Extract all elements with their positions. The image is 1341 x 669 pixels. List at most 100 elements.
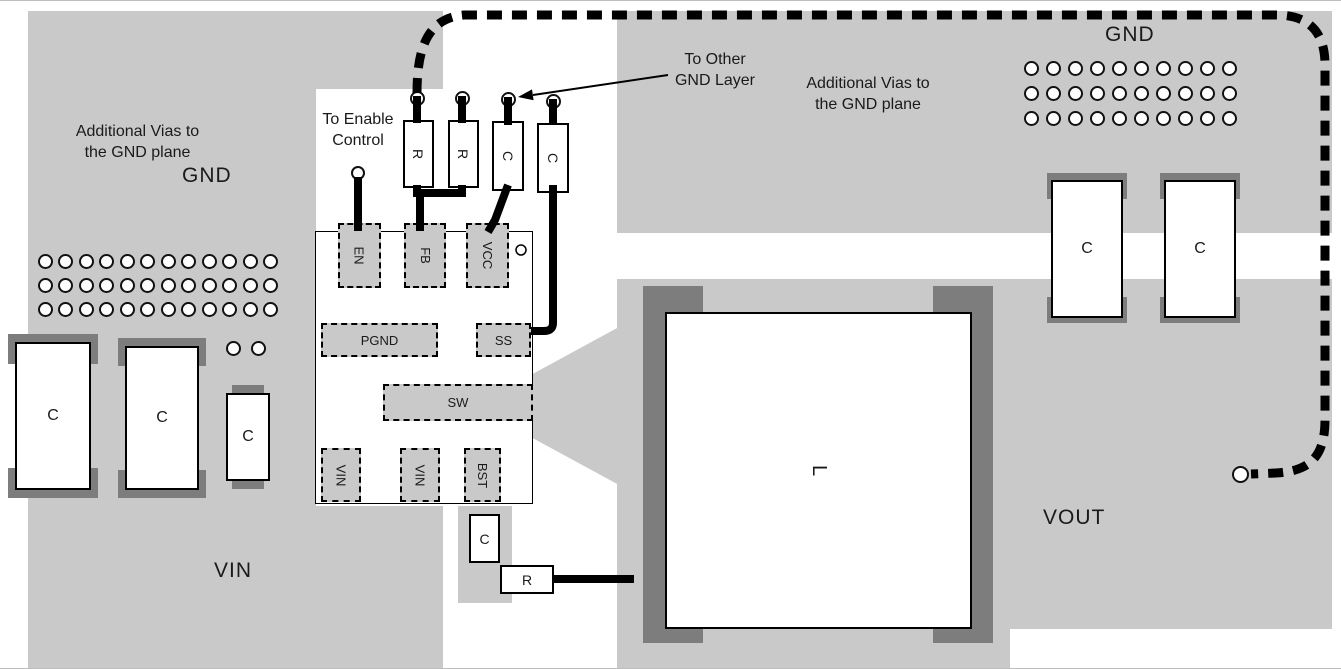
right-gnd-via-grid-via — [1023, 85, 1039, 101]
left-gnd-via-grid-via — [37, 301, 53, 317]
left-gnd-via-grid-via — [140, 301, 155, 317]
right-gnd-via-grid-via — [1155, 110, 1171, 126]
note-additional-vias-left: Additional Vias to the GND plane — [45, 121, 230, 163]
right-gnd-via-grid-via — [1067, 85, 1083, 101]
gnd-plane-mid-top — [617, 11, 1010, 233]
pin-label-bst: BST — [474, 462, 490, 488]
left-gnd-via-grid-via — [263, 253, 278, 269]
left-gnd-via-grid-via — [99, 253, 114, 269]
label-gnd-right: GND — [1105, 23, 1155, 46]
right-gnd-via-grid-via — [1177, 110, 1193, 126]
note-line: Additional Vias to — [75, 123, 200, 140]
label-vin: VIN — [214, 559, 253, 582]
right-gnd-via-grid-via — [1045, 110, 1061, 126]
note-line: Control — [332, 132, 384, 149]
right-gnd-via-grid-via — [1111, 110, 1127, 126]
pin-label-vcc: VCC — [479, 241, 495, 270]
bst-resistor-label: R — [521, 571, 533, 588]
input-cap-2: C — [125, 346, 199, 490]
pin-pad-bst: BST — [464, 448, 501, 502]
left-gnd-via-grid-via — [242, 253, 258, 269]
bst-capacitor-label: C — [479, 530, 490, 547]
input-cap-3-label: C — [242, 428, 254, 445]
right-gnd-via-grid-via — [1221, 110, 1237, 126]
right-gnd-via-grid-via — [1199, 110, 1215, 126]
pin-pad-vcc: VCC — [466, 223, 509, 288]
pin-pad-vin-b: VIN — [400, 448, 440, 502]
vcc-capacitor-label: C — [500, 150, 516, 162]
pin-label-vin-b: VIN — [412, 464, 428, 486]
left-gnd-via-grid-via — [37, 253, 53, 269]
gnd-plane-left-top — [28, 11, 443, 89]
bst-capacitor: C — [469, 514, 500, 563]
left-extra-via-2 — [250, 340, 266, 356]
left-gnd-via-grid-via — [160, 301, 176, 317]
pin-pad-en: EN — [338, 223, 381, 288]
left-gnd-via-grid-via — [222, 301, 237, 317]
vout-sense-via — [1231, 465, 1249, 483]
pin-label-en: EN — [352, 246, 367, 265]
output-cap-1-label: C — [1081, 240, 1093, 257]
left-gnd-via-grid-via — [37, 277, 53, 293]
fb-resistor-bottom: R — [448, 120, 479, 188]
fb-resistor-bottom-label: R — [455, 148, 472, 160]
left-gnd-via-grid-via — [140, 253, 155, 269]
right-gnd-via-grid-via — [1111, 85, 1127, 101]
right-gnd-via-grid-via — [1221, 60, 1237, 76]
note-line: GND Layer — [674, 72, 756, 89]
right-gnd-via-grid-via — [1177, 85, 1193, 101]
pin-label-vin-a: VIN — [333, 464, 349, 486]
inductor: L — [665, 312, 972, 629]
sw-node-plane — [533, 321, 630, 491]
left-gnd-via-grid-via — [119, 277, 135, 293]
pin-label-sw: SW — [447, 395, 469, 410]
output-cap-1: C — [1051, 180, 1123, 318]
pin-pad-vin-a: VIN — [321, 448, 361, 502]
vcc-capacitor: C — [492, 121, 524, 191]
left-gnd-via-grid-via — [181, 253, 196, 269]
note-other-gnd-layer: To Other GND Layer — [662, 49, 768, 91]
right-gnd-via-grid-via — [1067, 110, 1083, 126]
label-vout: VOUT — [1043, 506, 1106, 529]
pin-pad-ss: SS — [476, 323, 531, 357]
fb-divider-via-1 — [409, 90, 425, 106]
left-gnd-via-grid-via — [78, 301, 94, 317]
bst-resistor: R — [500, 565, 554, 594]
left-gnd-via-grid-via — [222, 253, 237, 269]
left-gnd-via-grid-via — [58, 277, 73, 293]
vcc-gnd-via — [500, 91, 516, 107]
left-gnd-via-grid-via — [99, 301, 114, 317]
left-gnd-via-grid-via — [181, 301, 196, 317]
left-extra-via-1 — [225, 340, 241, 356]
note-line: the GND plane — [815, 96, 921, 113]
right-gnd-via-grid-via — [1089, 110, 1105, 126]
pin-pad-sw: SW — [383, 384, 533, 421]
left-gnd-via-grid-via — [242, 277, 258, 293]
input-cap-1-label: C — [47, 407, 59, 424]
note-line: To Other — [684, 51, 746, 68]
left-gnd-via-grid-via — [242, 301, 258, 317]
left-gnd-via-grid-via — [160, 277, 176, 293]
left-gnd-via-grid-via — [119, 301, 135, 317]
pin-pad-fb: FB — [404, 223, 446, 288]
right-gnd-via-grid-via — [1045, 60, 1061, 76]
pin-label-pgnd: PGND — [360, 332, 399, 348]
note-line: Additional Vias to — [806, 75, 930, 92]
enable-via — [351, 166, 365, 180]
right-gnd-via-grid-via — [1133, 85, 1149, 101]
right-gnd-via-grid-via — [1133, 110, 1149, 126]
pin-pad-pgnd: PGND — [321, 323, 438, 357]
right-gnd-via-grid-via — [1023, 60, 1039, 76]
right-gnd-via-grid-via — [1199, 60, 1215, 76]
left-gnd-via-grid-via — [181, 277, 196, 293]
inductor-label: L — [808, 464, 830, 477]
note-enable-control: To Enable Control — [302, 109, 414, 151]
left-gnd-via-grid-via — [119, 253, 135, 269]
right-gnd-via-grid-via — [1155, 60, 1171, 76]
pin-label-ss: SS — [494, 332, 513, 348]
left-gnd-via-grid-via — [99, 277, 114, 293]
left-gnd-via-grid-via — [263, 301, 278, 317]
output-cap-2: C — [1164, 180, 1236, 318]
right-gnd-via-grid-via — [1089, 60, 1105, 76]
